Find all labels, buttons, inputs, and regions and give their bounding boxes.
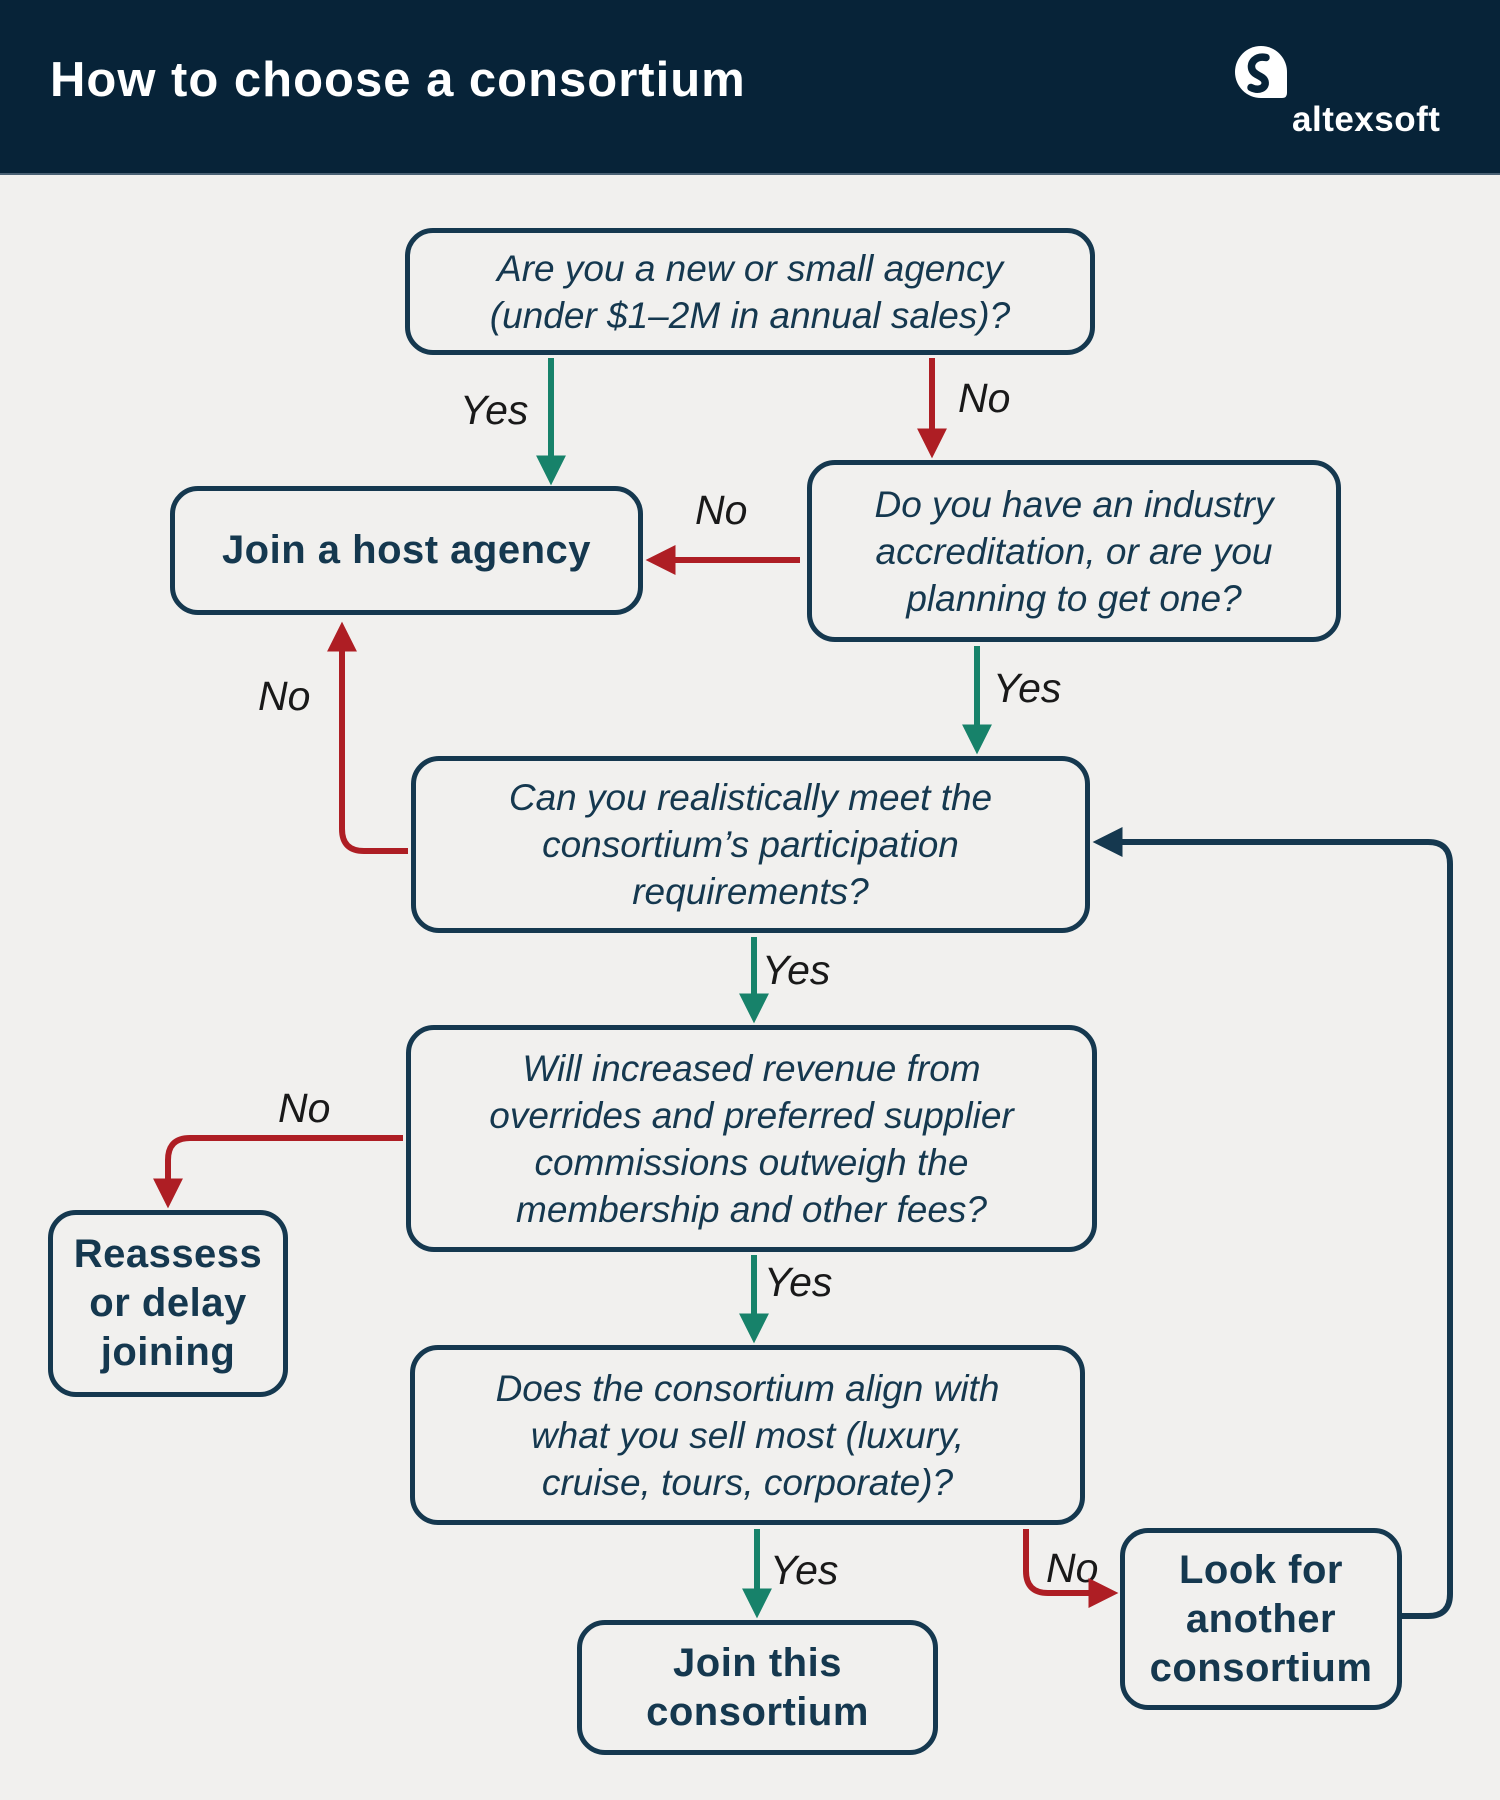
node-text-line: overrides and preferred supplier <box>489 1094 1014 1136</box>
node-text-line: another <box>1185 1596 1337 1641</box>
node-question-participation-requirements: Can you realistically meet the consortiu… <box>411 756 1090 933</box>
altexsoft-logo-icon <box>1235 46 1287 98</box>
node-text-line: Join this <box>673 1640 842 1685</box>
node-text-line: Are you a new or small agency <box>497 247 1003 289</box>
brand-name: altexsoft <box>1292 100 1441 139</box>
arrow-look-back-to-q3 <box>1092 827 1453 1619</box>
arrow-q3-no-to-host <box>327 621 408 854</box>
altexsoft-logo: altexsoft <box>1233 44 1453 144</box>
node-text-line: what you sell most (luxury, <box>530 1414 965 1456</box>
node-text-line: or delay <box>89 1281 247 1325</box>
edge-label-q5-yes: Yes <box>770 1547 839 1593</box>
node-text-line: Can you realistically meet the <box>508 777 993 818</box>
edge-label-q1-yes: Yes <box>460 387 529 433</box>
node-text-line: planning to get one? <box>906 577 1242 619</box>
node-text-line: (under $1–2M in annual sales)? <box>489 294 1011 336</box>
node-text-line: requirements? <box>632 871 869 912</box>
arrow-q4-no-to-reassess <box>153 1135 403 1209</box>
node-text-line: joining <box>100 1330 236 1374</box>
node-action-join-host-agency: Join a host agency <box>170 486 643 615</box>
edge-label-q4-no: No <box>278 1085 331 1131</box>
node-question-consortium-alignment: Does the consortium align with what you … <box>410 1345 1085 1525</box>
edge-label-q2-yes: Yes <box>993 665 1062 711</box>
node-text-line: Does the consortium align with <box>495 1367 1000 1409</box>
node-text-line: consortium <box>1149 1645 1373 1690</box>
edge-label-q4-yes: Yes <box>764 1259 833 1305</box>
header-bar: How to choose a consortium altexsoft <box>0 0 1500 175</box>
node-text-line: Join a host agency <box>221 528 592 572</box>
node-text-line: consortium <box>646 1689 869 1734</box>
node-text-line: accreditation, or are you <box>875 530 1273 572</box>
node-action-look-for-another-consortium: Look for another consortium <box>1120 1528 1402 1710</box>
edge-label-q5-no: No <box>1046 1545 1099 1591</box>
edge-label-q2-no: No <box>695 487 748 533</box>
edge-label-q3-yes: Yes <box>762 947 831 993</box>
node-question-new-or-small-agency: Are you a new or small agency (under $1–… <box>405 228 1095 355</box>
node-action-join-this-consortium: Join this consortium <box>577 1620 938 1755</box>
node-text-line: Will increased revenue from <box>522 1047 981 1089</box>
node-text-line: consortium’s participation <box>542 824 959 865</box>
node-text-line: commissions outweigh the <box>534 1141 969 1183</box>
page-title: How to choose a consortium <box>50 53 746 107</box>
node-text-line: cruise, tours, corporate)? <box>541 1461 954 1503</box>
node-question-industry-accreditation: Do you have an industry accreditation, o… <box>807 460 1341 642</box>
node-text-line: Reassess <box>73 1232 263 1276</box>
node-text-line: Do you have an industry <box>874 483 1274 525</box>
node-text-line: membership and other fees? <box>516 1188 987 1230</box>
node-question-revenue-vs-fees: Will increased revenue from overrides an… <box>406 1025 1097 1252</box>
node-action-reassess-or-delay: Reassess or delay joining <box>48 1210 288 1397</box>
edge-label-q3-no: No <box>258 673 311 719</box>
edge-label-q1-no: No <box>958 375 1011 421</box>
node-text-line: Look for <box>1179 1547 1343 1592</box>
